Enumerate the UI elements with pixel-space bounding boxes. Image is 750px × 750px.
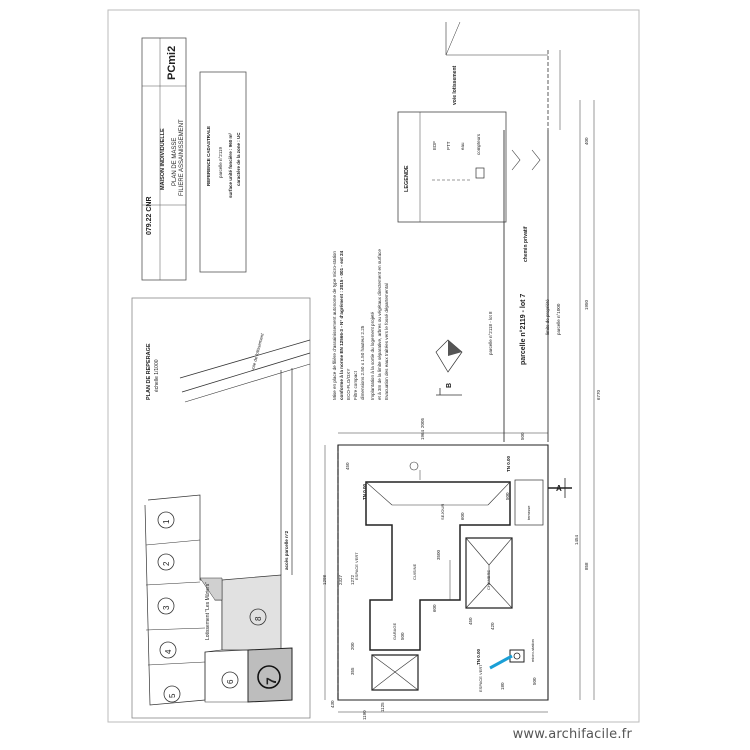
dim-6770: 6770 (596, 389, 601, 400)
parcel-plan (324, 100, 595, 713)
situation-scale: échelle 1/1000 (154, 359, 160, 392)
dim-430: 430 (330, 700, 335, 708)
level-3: TN 0.00 (476, 648, 481, 665)
dim-450b: 450 (468, 617, 473, 625)
situation-lot-label: Lotissement "Les Mûriers" (205, 581, 211, 640)
dim-355: 355 (350, 667, 355, 675)
cadastre-box (199, 71, 247, 273)
parcel-neighbour: parcelle n°2118 - lot 8 (488, 311, 493, 356)
dim-180: 180 (500, 682, 505, 690)
north-arrow-icon (435, 339, 463, 396)
legend-title: LEGENDE (404, 165, 410, 192)
label-espace-vert-2: ESPACE VERT (478, 664, 483, 692)
cadastre-heading: REFERENCE CADASTRALE (206, 125, 211, 186)
parcel-title: parcelle n°2119 - lot 7 (520, 293, 527, 365)
section-a-label: A (556, 484, 562, 493)
cadastre-surface: surface unité foncière : 960 m² (228, 132, 233, 198)
dim-1454: 1454 (574, 534, 579, 545)
dim-2327: 2327 (338, 574, 343, 585)
chemin-privatif (503, 50, 561, 442)
note-line-3: ECO-FLO/OXY (346, 368, 351, 400)
cartouche-sheet-code: PCmi2 (166, 45, 178, 80)
outflow-pipe (489, 654, 513, 670)
road-label: voie lotissement (452, 65, 458, 105)
dim-500c: 500 (400, 632, 405, 640)
limite-label: limite de propriété (545, 299, 550, 335)
dim-600: 600 (460, 512, 465, 520)
section-b-label: B (446, 382, 453, 388)
note-line-4: Filtre compact (353, 371, 358, 400)
legend-item-4: compteurs (476, 133, 481, 155)
dim-500: 500 (520, 432, 525, 440)
label-micro-station: micro-station (530, 639, 535, 662)
dim-200: 200 (350, 642, 355, 650)
label-cuisine: CUISINE (412, 563, 417, 580)
dim-600b: 600 (432, 604, 437, 612)
situation-plan (131, 297, 311, 719)
label-garage: GARAGE (392, 622, 397, 640)
page-frame (107, 9, 640, 723)
lot-5-number: 5 (168, 693, 177, 698)
dim-400: 400 (584, 137, 589, 145)
lot-4-number: 4 (164, 649, 173, 654)
note-line-1: Mise en place de filière d'assainissemen… (332, 251, 337, 400)
note-line-7: et à 3m de la limite séparative, arbres … (377, 249, 382, 400)
cadastre-zone: caractère de la zone : UC (236, 132, 241, 186)
cartouche-project: MAISON INDIVIDUELLE (160, 128, 166, 190)
lot-1-number: 1 (162, 519, 171, 524)
label-terrasse: terrasse (526, 505, 531, 520)
legend-box (397, 111, 507, 223)
lot-2-number: 2 (162, 561, 171, 566)
note-line-2: conforme à la norme EN 12566-3 - N° d'ag… (339, 250, 344, 400)
cartouche-subtitle2: FILIERE ASSAINISSEMENT (179, 119, 185, 196)
lot-7-area (247, 647, 293, 703)
situation-title: PLAN DE REPERAGE (146, 343, 152, 400)
note-line-8: Evacuation des eaux traitées vers le fos… (384, 283, 389, 400)
dim-500b: 500 (505, 492, 510, 500)
dim-858: 858 (584, 562, 589, 570)
note-line-6: Implantation à la sortie du logement pro… (370, 311, 375, 400)
legend-item-1: EDF (432, 141, 437, 150)
dim-1964: 1964 (420, 429, 425, 440)
dim-2005: 2005 (420, 417, 425, 428)
limite-parcel-label: parcelle n°1000 (556, 303, 561, 335)
cadastre-line1: parcelle n°2119 (218, 147, 223, 178)
dim-1298: 1298 (322, 574, 327, 585)
watermark: www.archifacile.fr (512, 727, 632, 742)
dim-1125: 1125 (380, 702, 385, 712)
lot-6-number: 6 (226, 679, 235, 684)
level-1: TN 0.00 (362, 483, 367, 500)
legend-item-2: PTT (446, 141, 451, 151)
chemin-label: chemin privatif (523, 226, 529, 262)
label-chambre: CHAMBRE (486, 569, 491, 590)
road-top (445, 21, 549, 130)
label-espace-vert-1: ESPACE VERT (354, 552, 359, 580)
label-sejour: SEJOUR (440, 503, 445, 520)
legend-item-3: eau (460, 142, 465, 150)
note-line-5: dimensions 2.50 x 1.50 hauteur 2.25 (360, 325, 365, 400)
dim-1190: 1190 (362, 710, 367, 720)
situation-access: accès parcelle n°2 (284, 530, 289, 570)
cartouche-ref: 079.22 CNR (146, 196, 153, 235)
lot-8-number: 8 (254, 616, 263, 621)
dim-420: 420 (490, 622, 495, 630)
dim-500d: 500 (532, 677, 537, 685)
cartouche-subtitle: PLAN DE MASSE (172, 137, 178, 186)
level-2: TN 0.00 (506, 455, 511, 472)
lot-7-number: 7 (263, 677, 279, 685)
dim-450: 450 (345, 462, 350, 470)
lot-3-number: 3 (162, 605, 171, 610)
dim-3500: 3500 (436, 549, 441, 560)
dim-1950: 1950 (584, 299, 589, 310)
cartouche (141, 37, 247, 281)
